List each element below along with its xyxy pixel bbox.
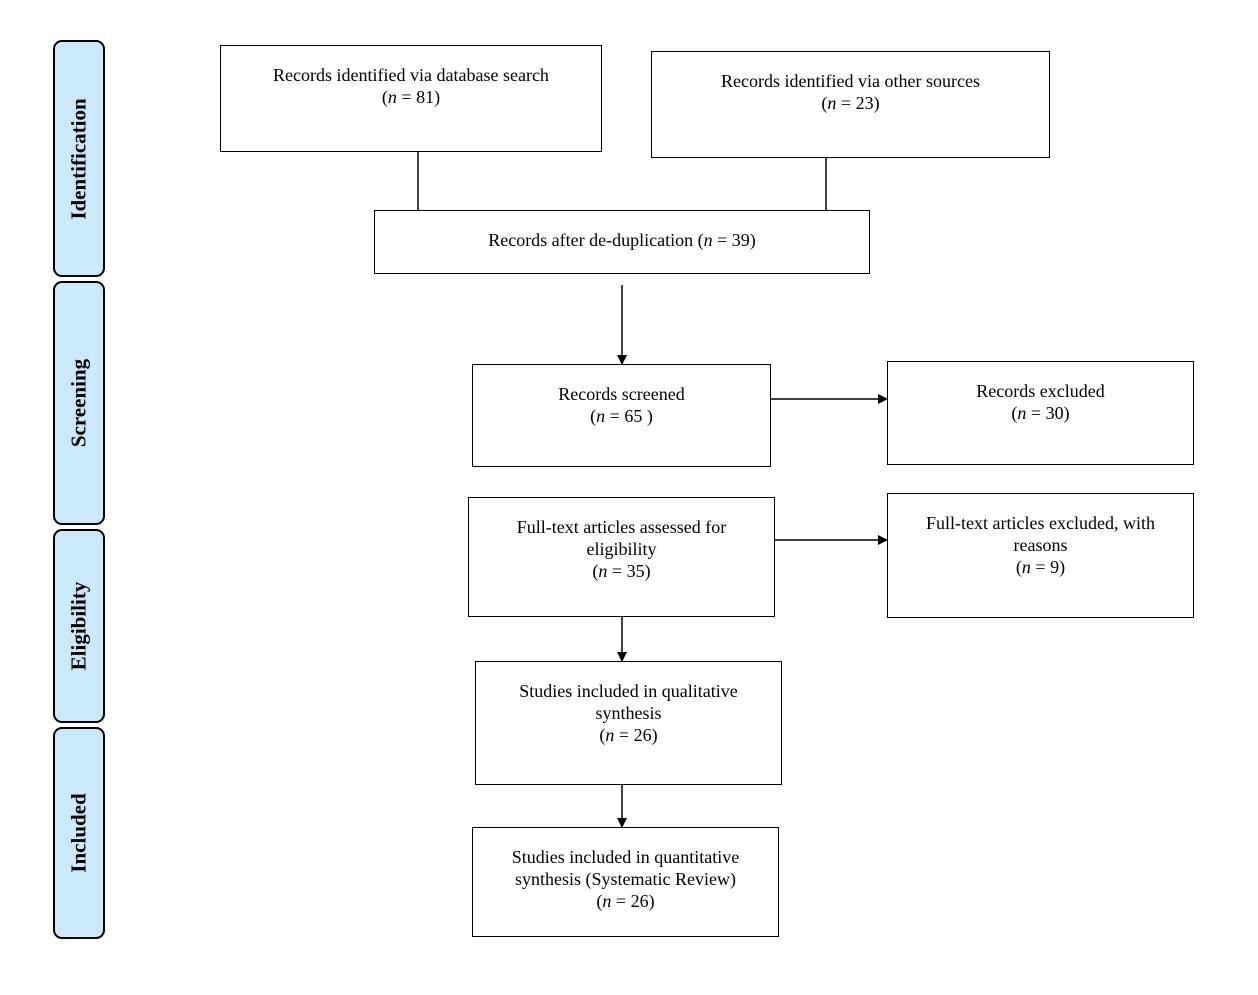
box-other-sources-count: (n = 23) — [821, 93, 880, 113]
phase-eligibility-label: Eligibility — [66, 581, 91, 671]
box-records-screened-count: (n = 65 ) — [590, 406, 653, 426]
phase-identification-label: Identification — [66, 97, 91, 220]
box-qualitative-synthesis-title-line2: synthesis — [595, 703, 662, 723]
box-fulltext-assessed-count: (n = 35) — [592, 561, 651, 581]
phase-screening: Screening — [53, 281, 105, 525]
box-other-sources-title: Records identified via other sources — [721, 71, 980, 91]
box-deduplication: Records after de-duplication (n = 39) — [374, 210, 870, 274]
phase-included-label: Included — [66, 793, 91, 873]
box-fulltext-assessed-title-line2: eligibility — [586, 539, 657, 559]
box-qualitative-synthesis-count: (n = 26) — [599, 725, 658, 745]
box-records-screened: Records screened (n = 65 ) — [472, 364, 771, 467]
box-records-excluded: Records excluded (n = 30) — [887, 361, 1194, 465]
phase-identification: Identification — [53, 40, 105, 277]
phase-included: Included — [53, 727, 105, 939]
box-fulltext-excluded-title-line2: reasons — [1013, 535, 1068, 555]
box-quantitative-synthesis-title-line1: Studies included in quantitative — [511, 847, 740, 867]
box-fulltext-excluded-title-line1: Full-text articles excluded, with — [926, 513, 1155, 533]
box-fulltext-excluded: Full-text articles excluded, with reason… — [887, 493, 1194, 618]
box-fulltext-assessed-title-line1: Full-text articles assessed for — [516, 517, 727, 537]
box-records-excluded-title: Records excluded — [976, 381, 1105, 401]
box-fulltext-excluded-count: (n = 9) — [1015, 557, 1066, 577]
box-qualitative-synthesis: Studies included in qualitative synthesi… — [475, 661, 782, 785]
phase-eligibility: Eligibility — [53, 529, 105, 723]
box-database-search-count: (n = 81) — [381, 87, 441, 107]
box-deduplication-text: Records after de-duplication (n = 39) — [488, 230, 756, 250]
box-quantitative-synthesis-title-line2: synthesis (Systematic Review) — [515, 869, 736, 889]
box-records-excluded-count: (n = 30) — [1011, 403, 1070, 423]
box-fulltext-assessed: Full-text articles assessed for eligibil… — [468, 497, 775, 617]
box-records-screened-title: Records screened — [558, 384, 685, 404]
box-database-search-title: Records identified via database search — [273, 65, 549, 85]
box-quantitative-synthesis-count: (n = 26) — [596, 891, 655, 911]
phase-screening-label: Screening — [66, 358, 91, 448]
box-qualitative-synthesis-title-line1: Studies included in qualitative — [519, 681, 738, 701]
box-other-sources: Records identified via other sources (n … — [651, 51, 1050, 158]
box-quantitative-synthesis: Studies included in quantitative synthes… — [472, 827, 779, 937]
box-database-search: Records identified via database search (… — [220, 45, 602, 152]
